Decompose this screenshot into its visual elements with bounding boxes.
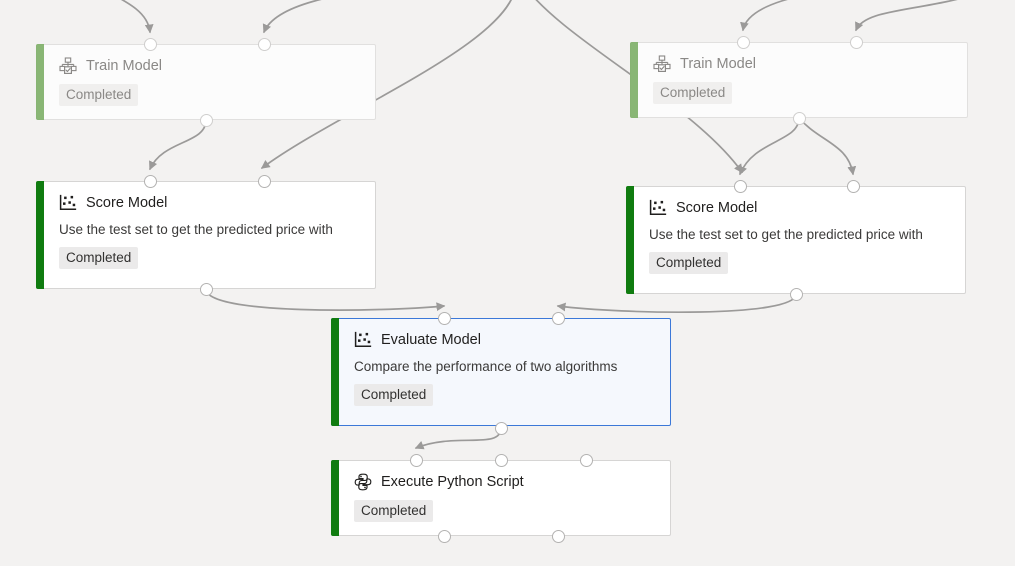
node-execute-python-script-output-port-1[interactable] [437,529,451,543]
status-badge: Completed [649,252,729,274]
node-status-row: Completed [59,247,361,269]
edge-train-right-out-to-score-right-in1[interactable] [738,117,800,176]
node-score-model-right-input-port-2[interactable] [846,179,860,193]
node-status-row: Completed [649,252,951,274]
node-title: Score Model [86,195,168,211]
python-icon [354,473,372,491]
node-header: Execute Python Script [354,473,656,491]
node-execute-python-script-input-port-1[interactable] [409,453,423,467]
node-title: Score Model [676,200,758,216]
node-status-accent-bar [331,318,339,426]
node-header: Score Model [59,194,361,212]
node-train-model-right-input-port-1[interactable] [736,35,750,49]
node-header: Train Model [653,55,953,73]
edge-train-right-out-to-score-right-in2[interactable] [798,117,857,176]
node-description: Use the test set to get the predicted pr… [59,222,333,237]
edge-offscreen-to-train-right-in1[interactable] [740,0,866,32]
edge-offscreen-to-train-right-in2[interactable] [855,0,984,32]
node-header: Score Model [649,199,951,217]
hierarchy-icon [653,55,671,73]
edge-offscreen-to-train-left-in1[interactable] [96,0,154,34]
node-status-accent-bar [626,186,634,294]
node-score-model-right-output-port-1[interactable] [789,287,803,301]
status-badge: Completed [59,84,139,106]
node-title: Execute Python Script [381,474,524,490]
node-status-accent-bar [36,44,44,120]
node-description: Compare the performance of two algorithm… [354,359,618,374]
status-badge: Completed [653,82,733,104]
status-badge: Completed [354,500,434,522]
edge-score-left-out-to-evaluate-in1[interactable] [205,288,446,312]
node-evaluate-model-input-port-2[interactable] [551,311,565,325]
node-status-accent-bar [331,460,339,536]
hierarchy-icon [59,57,77,75]
scatter-plot-icon [59,194,77,210]
node-title: Train Model [86,58,163,74]
node-execute-python-script-input-port-2[interactable] [494,453,508,467]
node-status-row: Completed [59,84,361,106]
node-header: Evaluate Model [354,331,656,349]
edge-train-left-out-to-score-left-in1[interactable] [149,119,207,171]
edge-evaluate-out-to-python-in1[interactable] [414,427,502,450]
node-description: Use the test set to get the predicted pr… [649,227,923,242]
node-score-model-left-input-port-2[interactable] [257,174,271,188]
node-status-accent-bar [630,42,638,118]
node-train-model-left-input-port-2[interactable] [257,37,271,51]
node-status-row: Completed [354,384,656,406]
node-train-model-left-input-port-1[interactable] [143,37,157,51]
node-title: Evaluate Model [381,332,481,348]
node-train-model-left-output-port-1[interactable] [199,113,213,127]
node-status-accent-bar [36,181,44,289]
node-header: Train Model [59,57,361,75]
node-evaluate-model-input-port-1[interactable] [437,311,451,325]
edge-offscreen-to-train-left-in2[interactable] [262,0,430,34]
status-badge: Completed [59,247,139,269]
node-score-model-right-input-port-1[interactable] [733,179,747,193]
node-score-model-left-input-port-1[interactable] [143,174,157,188]
scatter-plot-icon [354,331,372,347]
status-badge: Completed [354,384,434,406]
node-evaluate-model-output-port-1[interactable] [494,421,508,435]
node-execute-python-script-output-port-2[interactable] [551,529,565,543]
node-status-row: Completed [653,82,953,104]
node-title: Train Model [680,56,757,72]
edge-score-right-out-to-evaluate-in2[interactable] [556,293,797,314]
node-status-row: Completed [354,500,656,522]
node-train-model-right-input-port-2[interactable] [849,35,863,49]
node-train-model-right-output-port-1[interactable] [792,111,806,125]
node-execute-python-script-input-port-3[interactable] [579,453,593,467]
scatter-plot-icon [649,199,667,215]
node-score-model-left-output-port-1[interactable] [199,282,213,296]
